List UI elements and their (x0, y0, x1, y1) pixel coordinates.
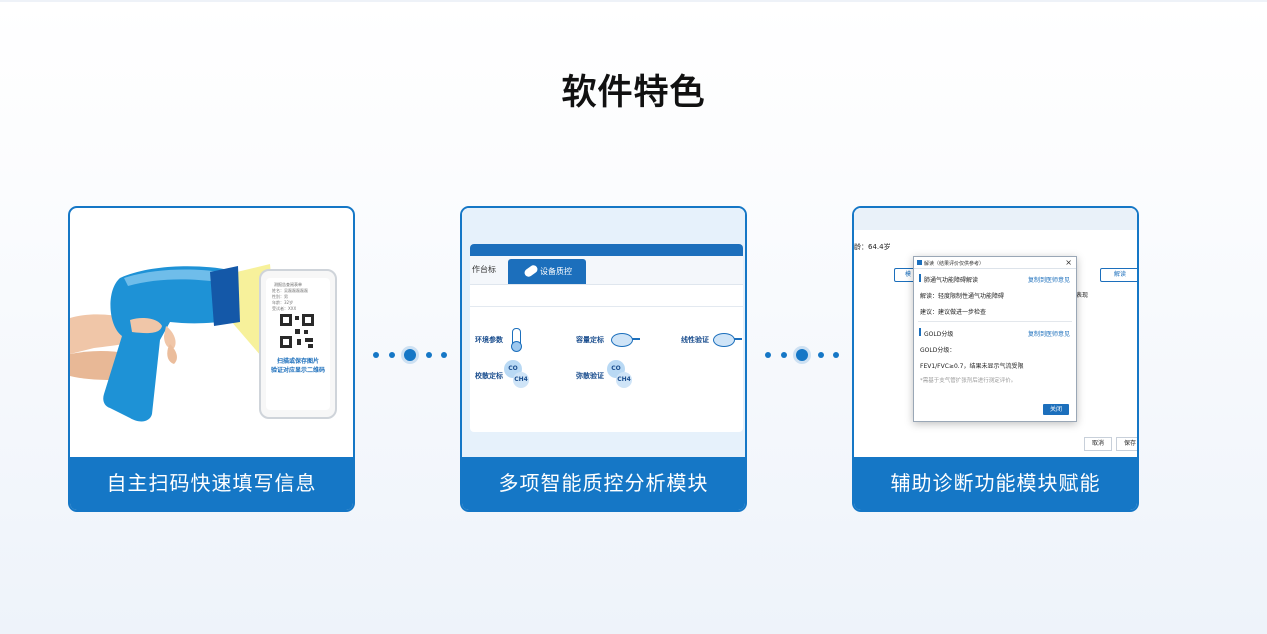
phone-header: 测报告查阅表单 (274, 282, 302, 287)
feature-card-scan[interactable]: 测报告查阅表单 姓名：吴磊磊磊磊磊 性别：男 年龄：32岁 受试者：XXX 扫描… (68, 206, 355, 512)
item-volume-calibration[interactable]: 容量定标 (576, 336, 604, 344)
diagnosis-screenshot: 龄：64.4岁 模 解读 表现 解读（结果评价仅供参考） × 肺通气功能障碍解读… (854, 208, 1137, 459)
dot (441, 352, 447, 358)
cancel-button[interactable]: 取消 (1084, 437, 1112, 451)
dot (817, 352, 824, 358)
dot (404, 349, 416, 361)
item-environment[interactable]: 环境参数 (475, 336, 503, 344)
copy-link[interactable]: 复制到医师意见 (1027, 277, 1070, 284)
scanner-hand-illustration (70, 264, 337, 422)
dot (833, 352, 839, 358)
qc-tabbar: 作台标 设备质控 (470, 256, 743, 285)
dot (796, 349, 808, 361)
top-divider (0, 0, 1267, 2)
diagnosis-topbar (854, 208, 1137, 230)
dot (388, 352, 395, 358)
save-button[interactable]: 保存 (1116, 437, 1137, 451)
divider (918, 321, 1072, 322)
gold-label: GOLD分级： (920, 347, 956, 354)
syringe-icon (611, 333, 640, 347)
interpretation-dialog: 解读（结果评价仅供参考） × 肺通气功能障碍解读 复制到医师意见 解读：轻度限制… (913, 256, 1077, 422)
gas-icon: CH4 (513, 372, 529, 388)
tab-device-qc[interactable]: 设备质控 (508, 259, 586, 284)
phone-info-line: 姓名：吴磊磊磊磊磊 (272, 288, 308, 293)
dialog-title: 解读（结果评价仅供参考） (924, 261, 985, 267)
thermometer-icon (511, 328, 522, 352)
dot (425, 352, 432, 358)
phone-caption: 扫描或保存图片 (276, 358, 319, 365)
section-marker (919, 274, 921, 282)
card-label: 多项智能质控分析模块 (462, 457, 745, 510)
tab-label: 设备质控 (540, 267, 572, 276)
qc-screenshot: 作台标 设备质控 环境参数 容量定标 线性验证 校散定标 CO CH4 弥散验证… (462, 208, 745, 459)
connector-dots (765, 349, 839, 361)
dot (765, 352, 771, 358)
gas-icon: CH4 (616, 372, 632, 388)
phone-info-line: 年龄：32岁 (272, 300, 294, 305)
dot (780, 352, 787, 358)
bg-side-text: 表现 (1076, 292, 1089, 299)
gold-title: GOLD分级 (924, 331, 954, 338)
gold-value: FEV1/FVC≥0.7，结果未显示气流受限 (920, 363, 1024, 370)
qc-window: 作台标 设备质控 环境参数 容量定标 线性验证 校散定标 CO CH4 弥散验证… (470, 244, 743, 432)
connector-dots (373, 349, 447, 361)
app-logo-icon (917, 260, 922, 265)
item-diffusion-verify[interactable]: 弥散验证 (576, 372, 604, 380)
phone-caption: 验证对应显示二维码 (270, 367, 325, 374)
phone-info-line: 性别：男 (272, 294, 288, 299)
pill-icon (522, 263, 540, 279)
tab-workbench[interactable]: 作台标 (472, 265, 496, 274)
scan-illustration: 测报告查阅表单 姓名：吴磊磊磊磊磊 性别：男 年龄：32岁 受试者：XXX 扫描… (70, 208, 353, 459)
syringe-icon (713, 333, 742, 347)
note-text: *需基于支气管扩张剂后进行测定评价。 (920, 378, 1017, 384)
section-title: 肺通气功能障碍解读 (924, 277, 979, 284)
qc-titlebar (470, 244, 743, 256)
dot (373, 352, 379, 358)
phone-info-line: 受试者：XXX (272, 306, 297, 311)
feature-card-diagnosis[interactable]: 龄：64.4岁 模 解读 表现 解读（结果评价仅供参考） × 肺通气功能障碍解读… (852, 206, 1139, 512)
item-linearity[interactable]: 线性验证 (681, 336, 709, 344)
card-label: 自主扫码快速填写信息 (70, 457, 353, 510)
feature-card-qc[interactable]: 作台标 设备质控 环境参数 容量定标 线性验证 校散定标 CO CH4 弥散验证… (460, 206, 747, 512)
advice-text: 建议：建议做进一步检查 (920, 309, 987, 316)
age-text: 龄：64.4岁 (854, 243, 891, 251)
interpret-button[interactable]: 解读 (1100, 268, 1137, 282)
close-button[interactable]: 关闭 (1043, 404, 1069, 415)
close-icon[interactable]: × (1065, 258, 1072, 267)
divider (470, 306, 743, 307)
section-marker (919, 328, 921, 336)
copy-link[interactable]: 复制到医师意见 (1027, 331, 1070, 338)
divider (914, 268, 1076, 269)
item-diffusion-calibration[interactable]: 校散定标 (475, 372, 503, 380)
interpretation-text: 解读：轻度限制性通气功能障碍 (920, 293, 1005, 300)
section-title: 软件特色 (561, 73, 706, 113)
card-label: 辅助诊断功能模块赋能 (854, 457, 1137, 510)
